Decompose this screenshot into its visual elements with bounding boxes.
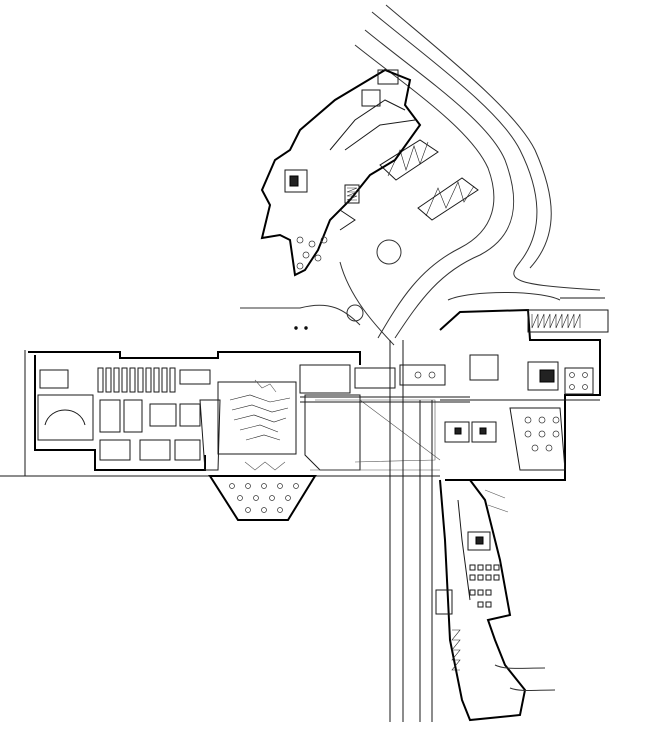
- parking-bays: [379, 139, 479, 221]
- south-tail: [435, 479, 556, 722]
- north-seating: [296, 236, 328, 270]
- north-wing: [260, 68, 422, 277]
- vertical-road: [389, 340, 433, 722]
- east-wing: [439, 297, 609, 481]
- main-block: [0, 350, 470, 477]
- east-seating: [524, 372, 588, 452]
- entry-markers: [294, 326, 308, 330]
- library-stacks-left: [97, 367, 211, 461]
- south-tail-seating: [469, 564, 500, 608]
- auditorium-seats: [229, 483, 299, 513]
- access-road: [240, 4, 601, 346]
- south-auditorium: [208, 461, 317, 521]
